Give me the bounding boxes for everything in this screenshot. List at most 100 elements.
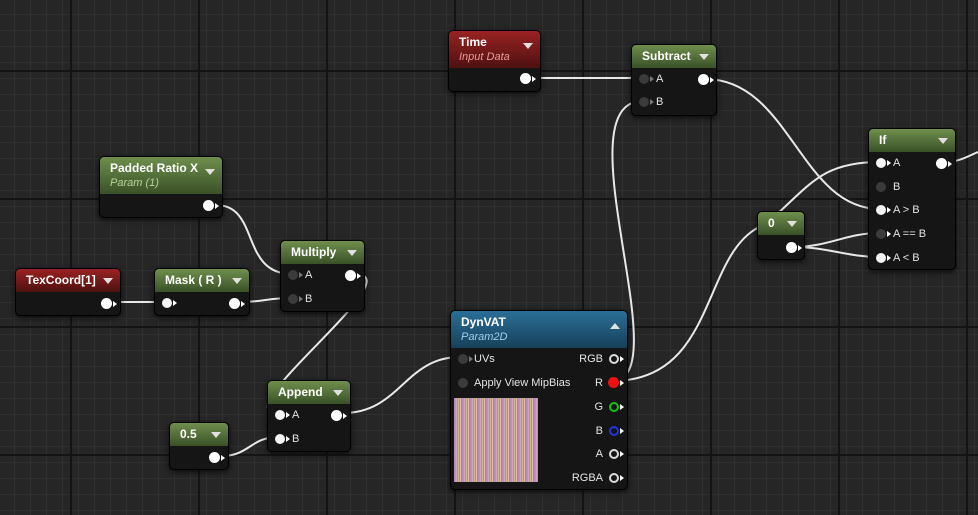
node-constant-half[interactable]: 0.5 <box>169 422 229 470</box>
output-pin[interactable] <box>936 158 947 169</box>
node-subtract-header[interactable]: Subtract <box>632 45 716 68</box>
node-append-header[interactable]: Append <box>268 381 350 404</box>
wire-append-to-dynvat-uvs <box>342 356 461 414</box>
chevron-down-icon[interactable] <box>333 390 343 396</box>
input-arrow-icon <box>650 99 654 105</box>
input-pin-b[interactable] <box>639 97 649 107</box>
output-pin-a[interactable] <box>609 449 619 459</box>
node-multiply[interactable]: Multiply A B <box>280 240 365 312</box>
output-pin[interactable] <box>203 200 214 211</box>
input-pin-b[interactable] <box>275 434 285 444</box>
output-pin-r[interactable] <box>608 377 619 388</box>
input-arrow-icon <box>887 207 891 213</box>
output-arrow-icon <box>948 161 952 167</box>
wire-zero-to-if-aeb <box>791 232 881 248</box>
node-padded-ratio-x-header[interactable]: Padded Ratio X Param (1) <box>100 157 222 194</box>
output-pin-rgba[interactable] <box>609 473 619 483</box>
wire-zero-to-if-alb <box>791 246 881 258</box>
output-arrow-icon <box>710 77 714 83</box>
node-time-header[interactable]: Time Input Data <box>449 31 540 68</box>
chevron-down-icon[interactable] <box>347 250 357 256</box>
output-pin[interactable] <box>209 452 220 463</box>
node-dynvat-header[interactable]: DynVAT Param2D <box>451 311 627 348</box>
pin-label-b: B <box>893 181 901 193</box>
pin-label-b: B <box>595 425 603 437</box>
output-pin[interactable] <box>101 298 112 309</box>
chevron-down-icon[interactable] <box>232 278 242 284</box>
pin-label-rgba: RGBA <box>571 472 603 484</box>
pin-label-a-less-b: A < B <box>893 252 920 264</box>
node-mask-r-header[interactable]: Mask ( R ) <box>155 269 249 292</box>
input-pin-apply-view-mipbias[interactable] <box>458 378 468 388</box>
output-arrow-icon <box>620 451 624 457</box>
texture-preview <box>454 398 538 482</box>
input-arrow-icon <box>299 272 303 278</box>
chevron-down-icon[interactable] <box>211 432 221 438</box>
input-arrow-icon <box>299 296 303 302</box>
node-texcoord[interactable]: TexCoord[1] <box>15 268 121 316</box>
input-pin-a[interactable] <box>876 158 886 168</box>
output-arrow-icon <box>620 428 624 434</box>
output-pin[interactable] <box>520 73 531 84</box>
output-arrow-icon <box>357 273 361 279</box>
pin-label-a: A <box>656 73 664 85</box>
node-time[interactable]: Time Input Data <box>448 30 541 92</box>
input-pin-a-less-b[interactable] <box>876 253 886 263</box>
pin-label-g: G <box>594 401 603 413</box>
node-multiply-header[interactable]: Multiply <box>281 241 364 264</box>
input-pin-a[interactable] <box>275 410 285 420</box>
output-pin-rgb[interactable] <box>609 354 619 364</box>
chevron-down-icon[interactable] <box>699 54 709 60</box>
input-pin-b[interactable] <box>288 294 298 304</box>
node-padded-ratio-x-title: Padded Ratio X <box>110 161 199 175</box>
output-pin-b[interactable] <box>609 426 619 436</box>
chevron-down-icon[interactable] <box>523 43 533 49</box>
node-constant-zero-header[interactable]: 0 <box>758 212 804 235</box>
node-texcoord-title: TexCoord[1] <box>26 273 96 287</box>
node-texcoord-header[interactable]: TexCoord[1] <box>16 269 120 292</box>
node-constant-half-header[interactable]: 0.5 <box>170 423 228 446</box>
pin-label-a: A <box>893 157 901 169</box>
output-pin[interactable] <box>331 410 342 421</box>
input-pin-a-greater-b[interactable] <box>876 205 886 215</box>
output-pin[interactable] <box>229 298 240 309</box>
chevron-down-icon[interactable] <box>103 278 113 284</box>
input-arrow-icon <box>650 76 654 82</box>
output-pin[interactable] <box>698 74 709 85</box>
pin-label-b: B <box>656 96 664 108</box>
input-pin-a[interactable] <box>288 270 298 280</box>
output-pin[interactable] <box>345 270 356 281</box>
input-pin-a-equals-b[interactable] <box>876 229 886 239</box>
pin-label-a: A <box>305 269 313 281</box>
chevron-up-icon[interactable] <box>610 323 620 329</box>
output-arrow-icon <box>620 475 624 481</box>
pin-label-apply-view-mipbias: Apply View MipBias <box>474 377 571 389</box>
node-dynvat[interactable]: DynVAT Param2D UVs Apply View MipBias RG… <box>450 310 628 490</box>
node-padded-ratio-x[interactable]: Padded Ratio X Param (1) <box>99 156 223 218</box>
node-constant-zero[interactable]: 0 <box>757 211 805 260</box>
chevron-down-icon[interactable] <box>938 138 948 144</box>
node-append-title: Append <box>278 385 323 399</box>
node-if-header[interactable]: If <box>869 129 955 152</box>
input-pin-uvs[interactable] <box>458 354 468 364</box>
input-arrow-icon <box>286 412 290 418</box>
node-dynvat-subtitle: Param2D <box>461 331 508 343</box>
output-arrow-icon <box>241 301 245 307</box>
output-pin[interactable] <box>786 242 797 253</box>
node-append[interactable]: Append A B <box>267 380 351 452</box>
chevron-down-icon[interactable] <box>787 221 797 227</box>
node-multiply-title: Multiply <box>291 245 337 259</box>
output-arrow-icon <box>532 76 536 82</box>
output-arrow-icon <box>620 356 624 362</box>
input-pin-b[interactable] <box>876 182 886 192</box>
node-mask-r[interactable]: Mask ( R ) <box>154 268 250 316</box>
chevron-down-icon[interactable] <box>205 169 215 175</box>
node-mask-r-title: Mask ( R ) <box>165 273 222 287</box>
input-pin-a[interactable] <box>639 74 649 84</box>
node-subtract[interactable]: Subtract A B <box>631 44 717 116</box>
input-arrow-icon <box>887 255 891 261</box>
output-pin-g[interactable] <box>609 402 619 412</box>
input-arrow-icon <box>173 300 177 306</box>
input-pin[interactable] <box>162 298 172 308</box>
node-if[interactable]: If A B A > B A == B A < B <box>868 128 956 270</box>
